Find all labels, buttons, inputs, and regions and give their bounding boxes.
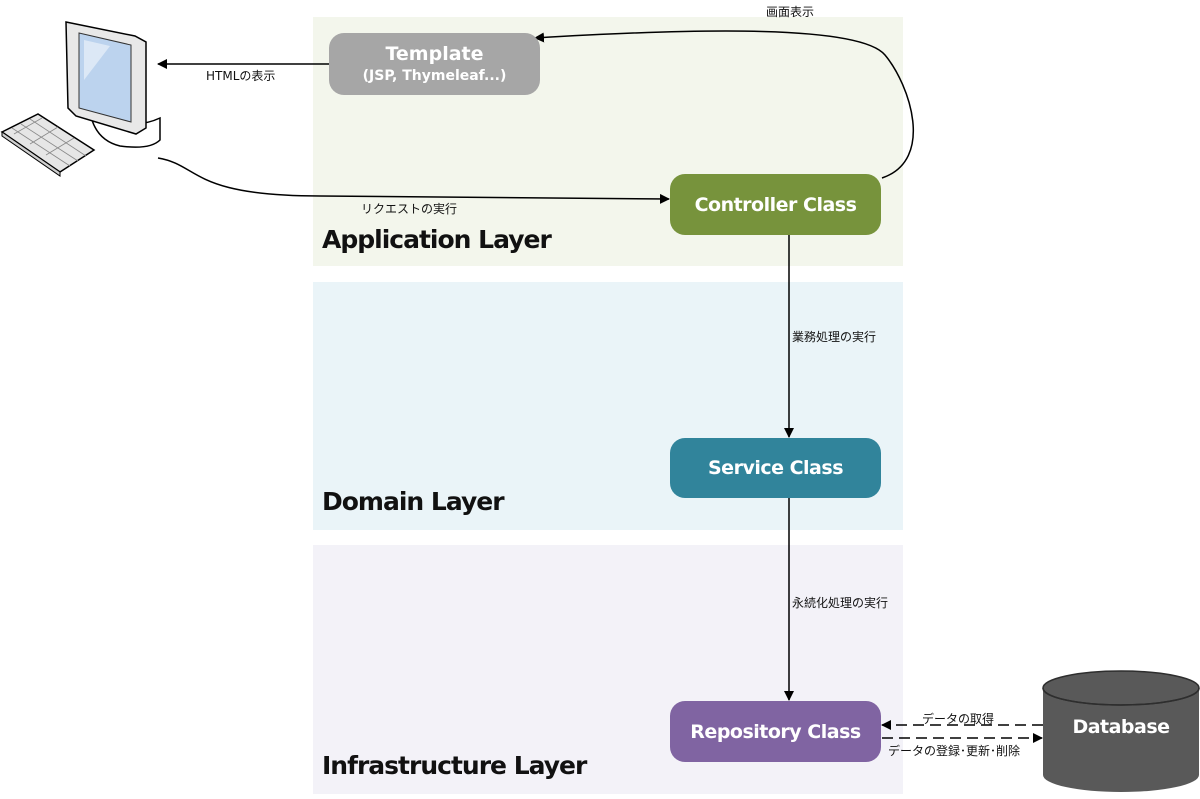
application-layer-title: Application Layer	[322, 225, 552, 254]
label-screen-display: 画面表示	[766, 5, 815, 19]
label-html-display: HTMLの表示	[206, 69, 276, 83]
arrow-request-exec	[157, 157, 670, 204]
arrow-screen-display	[534, 30, 915, 179]
controller-class-box: Controller Class	[670, 174, 881, 235]
label-business-exec: 業務処理の実行	[792, 330, 877, 344]
label-data-modify: データの登録･更新･削除	[888, 744, 1021, 758]
label-persistence-exec: 永続化処理の実行	[792, 596, 889, 610]
service-class-box: Service Class	[670, 438, 881, 498]
repository-class-box: Repository Class	[670, 701, 881, 762]
template-subtitle: (JSP, Thymeleaf...)	[362, 68, 507, 84]
label-data-fetch: データの取得	[922, 712, 995, 726]
infrastructure-layer-title: Infrastructure Layer	[322, 751, 587, 780]
computer-icon	[0, 21, 161, 177]
domain-layer-title: Domain Layer	[322, 487, 505, 516]
label-request-exec: リクエストの実行	[361, 202, 458, 216]
database-label: Database	[1072, 716, 1170, 738]
database-cylinder-icon	[1042, 670, 1200, 792]
template-title: Template	[385, 43, 484, 65]
template-box: Template (JSP, Thymeleaf...)	[329, 33, 540, 95]
